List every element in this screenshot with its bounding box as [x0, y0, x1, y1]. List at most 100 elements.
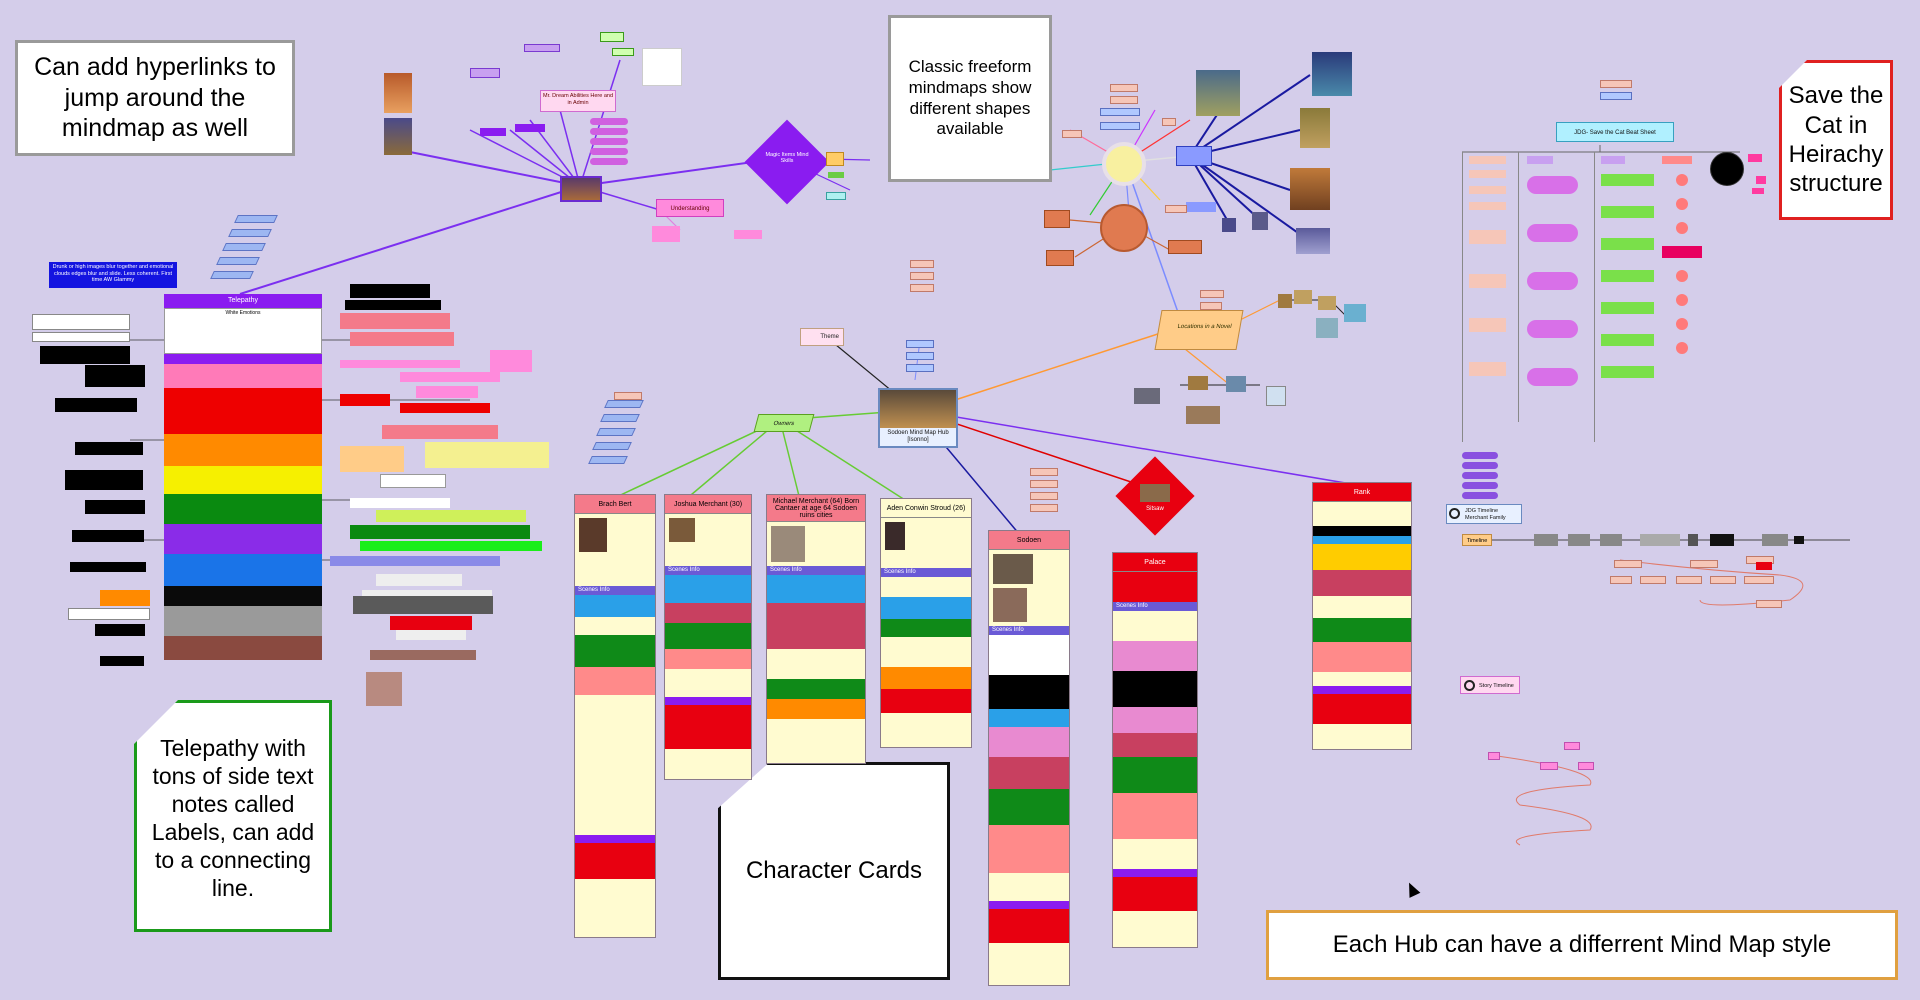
hub-chip[interactable] [906, 364, 934, 372]
side-label[interactable] [340, 360, 460, 368]
side-label[interactable] [32, 332, 130, 342]
beat-chip[interactable] [1600, 80, 1632, 88]
side-label[interactable] [100, 656, 144, 666]
image-node[interactable] [1312, 52, 1352, 96]
owners-chip[interactable] [614, 392, 642, 400]
image-node[interactable] [1226, 376, 1246, 392]
purple-pill[interactable] [1462, 492, 1498, 499]
hub-chip[interactable] [906, 352, 934, 360]
image-node[interactable] [1222, 218, 1236, 232]
owners-link[interactable] [604, 400, 644, 408]
side-label[interactable] [340, 394, 390, 406]
side-label[interactable] [380, 474, 446, 488]
beat-chip[interactable] [1600, 92, 1632, 100]
purple-chip[interactable] [524, 44, 560, 52]
telepathy-table[interactable]: Telepathy White Emotions [164, 294, 322, 660]
pink-pill[interactable] [590, 138, 628, 145]
image-node[interactable] [384, 118, 412, 155]
side-label[interactable] [330, 556, 500, 566]
character-card[interactable]: Palace Scenes Info [1112, 552, 1198, 948]
chip[interactable] [826, 152, 844, 166]
side-label[interactable] [360, 541, 542, 551]
image-node[interactable] [1300, 108, 1330, 148]
classic-chip[interactable] [1165, 205, 1187, 213]
owners-link[interactable] [600, 414, 640, 422]
purple-pill[interactable] [1462, 482, 1498, 489]
classic-chip[interactable] [1100, 108, 1140, 116]
image-node[interactable] [1294, 290, 1312, 304]
side-label[interactable] [85, 500, 145, 514]
classic-chip[interactable] [1100, 122, 1140, 130]
classic-chip[interactable] [1162, 118, 1176, 126]
center-chip[interactable] [910, 272, 934, 280]
side-label[interactable] [370, 650, 476, 660]
side-label[interactable] [340, 313, 450, 329]
side-label[interactable] [400, 403, 490, 413]
side-label[interactable] [68, 608, 150, 620]
character-card[interactable]: Aden Conwin Stroud (26) Scenes Info [880, 498, 972, 748]
locations-node[interactable]: Locations in a Novel [1154, 310, 1244, 350]
blue-note[interactable]: Drunk or high images blur together and e… [49, 262, 177, 288]
image-node[interactable] [1252, 212, 1268, 230]
jdg-sheet-node[interactable]: JDG- Save the Cat Beat Sheet [1556, 122, 1674, 142]
character-card[interactable]: Joshua Merchant (30) Scenes Info [664, 494, 752, 780]
character-card[interactable]: Michael Merchant (64) Born Cantaer at ag… [766, 494, 866, 764]
orange-circle-node[interactable] [1100, 204, 1148, 252]
side-label[interactable] [353, 596, 493, 614]
timeline-chip[interactable] [1688, 534, 1698, 546]
understanding-node[interactable]: Understanding [656, 199, 724, 217]
side-label[interactable] [366, 672, 402, 706]
owners-node[interactable]: Owners [753, 414, 815, 432]
side-label[interactable] [70, 562, 146, 572]
center-chip[interactable] [910, 284, 934, 292]
side-label[interactable] [425, 442, 549, 468]
yellow-circle-node[interactable] [1102, 142, 1146, 186]
timeline-chip[interactable] [1568, 534, 1590, 546]
mr-dream-node[interactable]: Mr. Dream Abilities Here and in Admin [540, 90, 616, 112]
side-label[interactable] [396, 630, 466, 640]
classic-box[interactable] [1044, 210, 1070, 228]
image-node[interactable] [384, 73, 412, 113]
side-label[interactable] [350, 498, 450, 508]
classic-box[interactable] [1176, 146, 1212, 166]
classic-chip[interactable] [1110, 96, 1138, 104]
image-node[interactable] [1186, 406, 1220, 424]
red-square[interactable] [1756, 562, 1772, 570]
classic-chip[interactable] [1062, 130, 1082, 138]
timeline-start[interactable]: Timeline [1462, 534, 1492, 546]
side-label[interactable] [376, 510, 526, 522]
side-label[interactable] [376, 574, 462, 586]
card-chip[interactable] [1030, 492, 1058, 500]
pink-node[interactable] [652, 226, 680, 242]
side-label[interactable] [362, 590, 492, 598]
hub-image[interactable] [560, 176, 602, 202]
image-node[interactable] [1290, 168, 1330, 210]
character-card[interactable]: Rank [1312, 482, 1412, 750]
pink-square[interactable] [1752, 188, 1764, 194]
timeline-sub[interactable] [1610, 576, 1632, 584]
side-label[interactable] [390, 616, 472, 630]
card-chip[interactable] [1030, 504, 1058, 512]
side-label[interactable] [55, 398, 137, 412]
side-label[interactable] [75, 442, 143, 455]
side-label[interactable] [85, 365, 145, 387]
side-label[interactable] [95, 624, 145, 636]
pink-pill[interactable] [590, 118, 628, 125]
image-node[interactable] [1296, 228, 1330, 254]
chip[interactable] [826, 192, 846, 200]
sketch-node[interactable] [642, 48, 682, 86]
purple-pill[interactable] [1462, 462, 1498, 469]
green-chip[interactable] [600, 32, 624, 42]
hub-chip[interactable] [906, 340, 934, 348]
pink-node[interactable] [734, 230, 762, 239]
side-label[interactable] [382, 425, 498, 439]
story-chip[interactable] [1564, 742, 1580, 750]
chip[interactable] [828, 172, 844, 178]
timeline-chip[interactable] [1762, 534, 1788, 546]
image-node[interactable] [1188, 376, 1208, 390]
location-chip[interactable] [1200, 290, 1224, 298]
purple-pill[interactable] [1462, 472, 1498, 479]
side-label[interactable] [40, 346, 130, 364]
side-label[interactable] [32, 314, 130, 330]
